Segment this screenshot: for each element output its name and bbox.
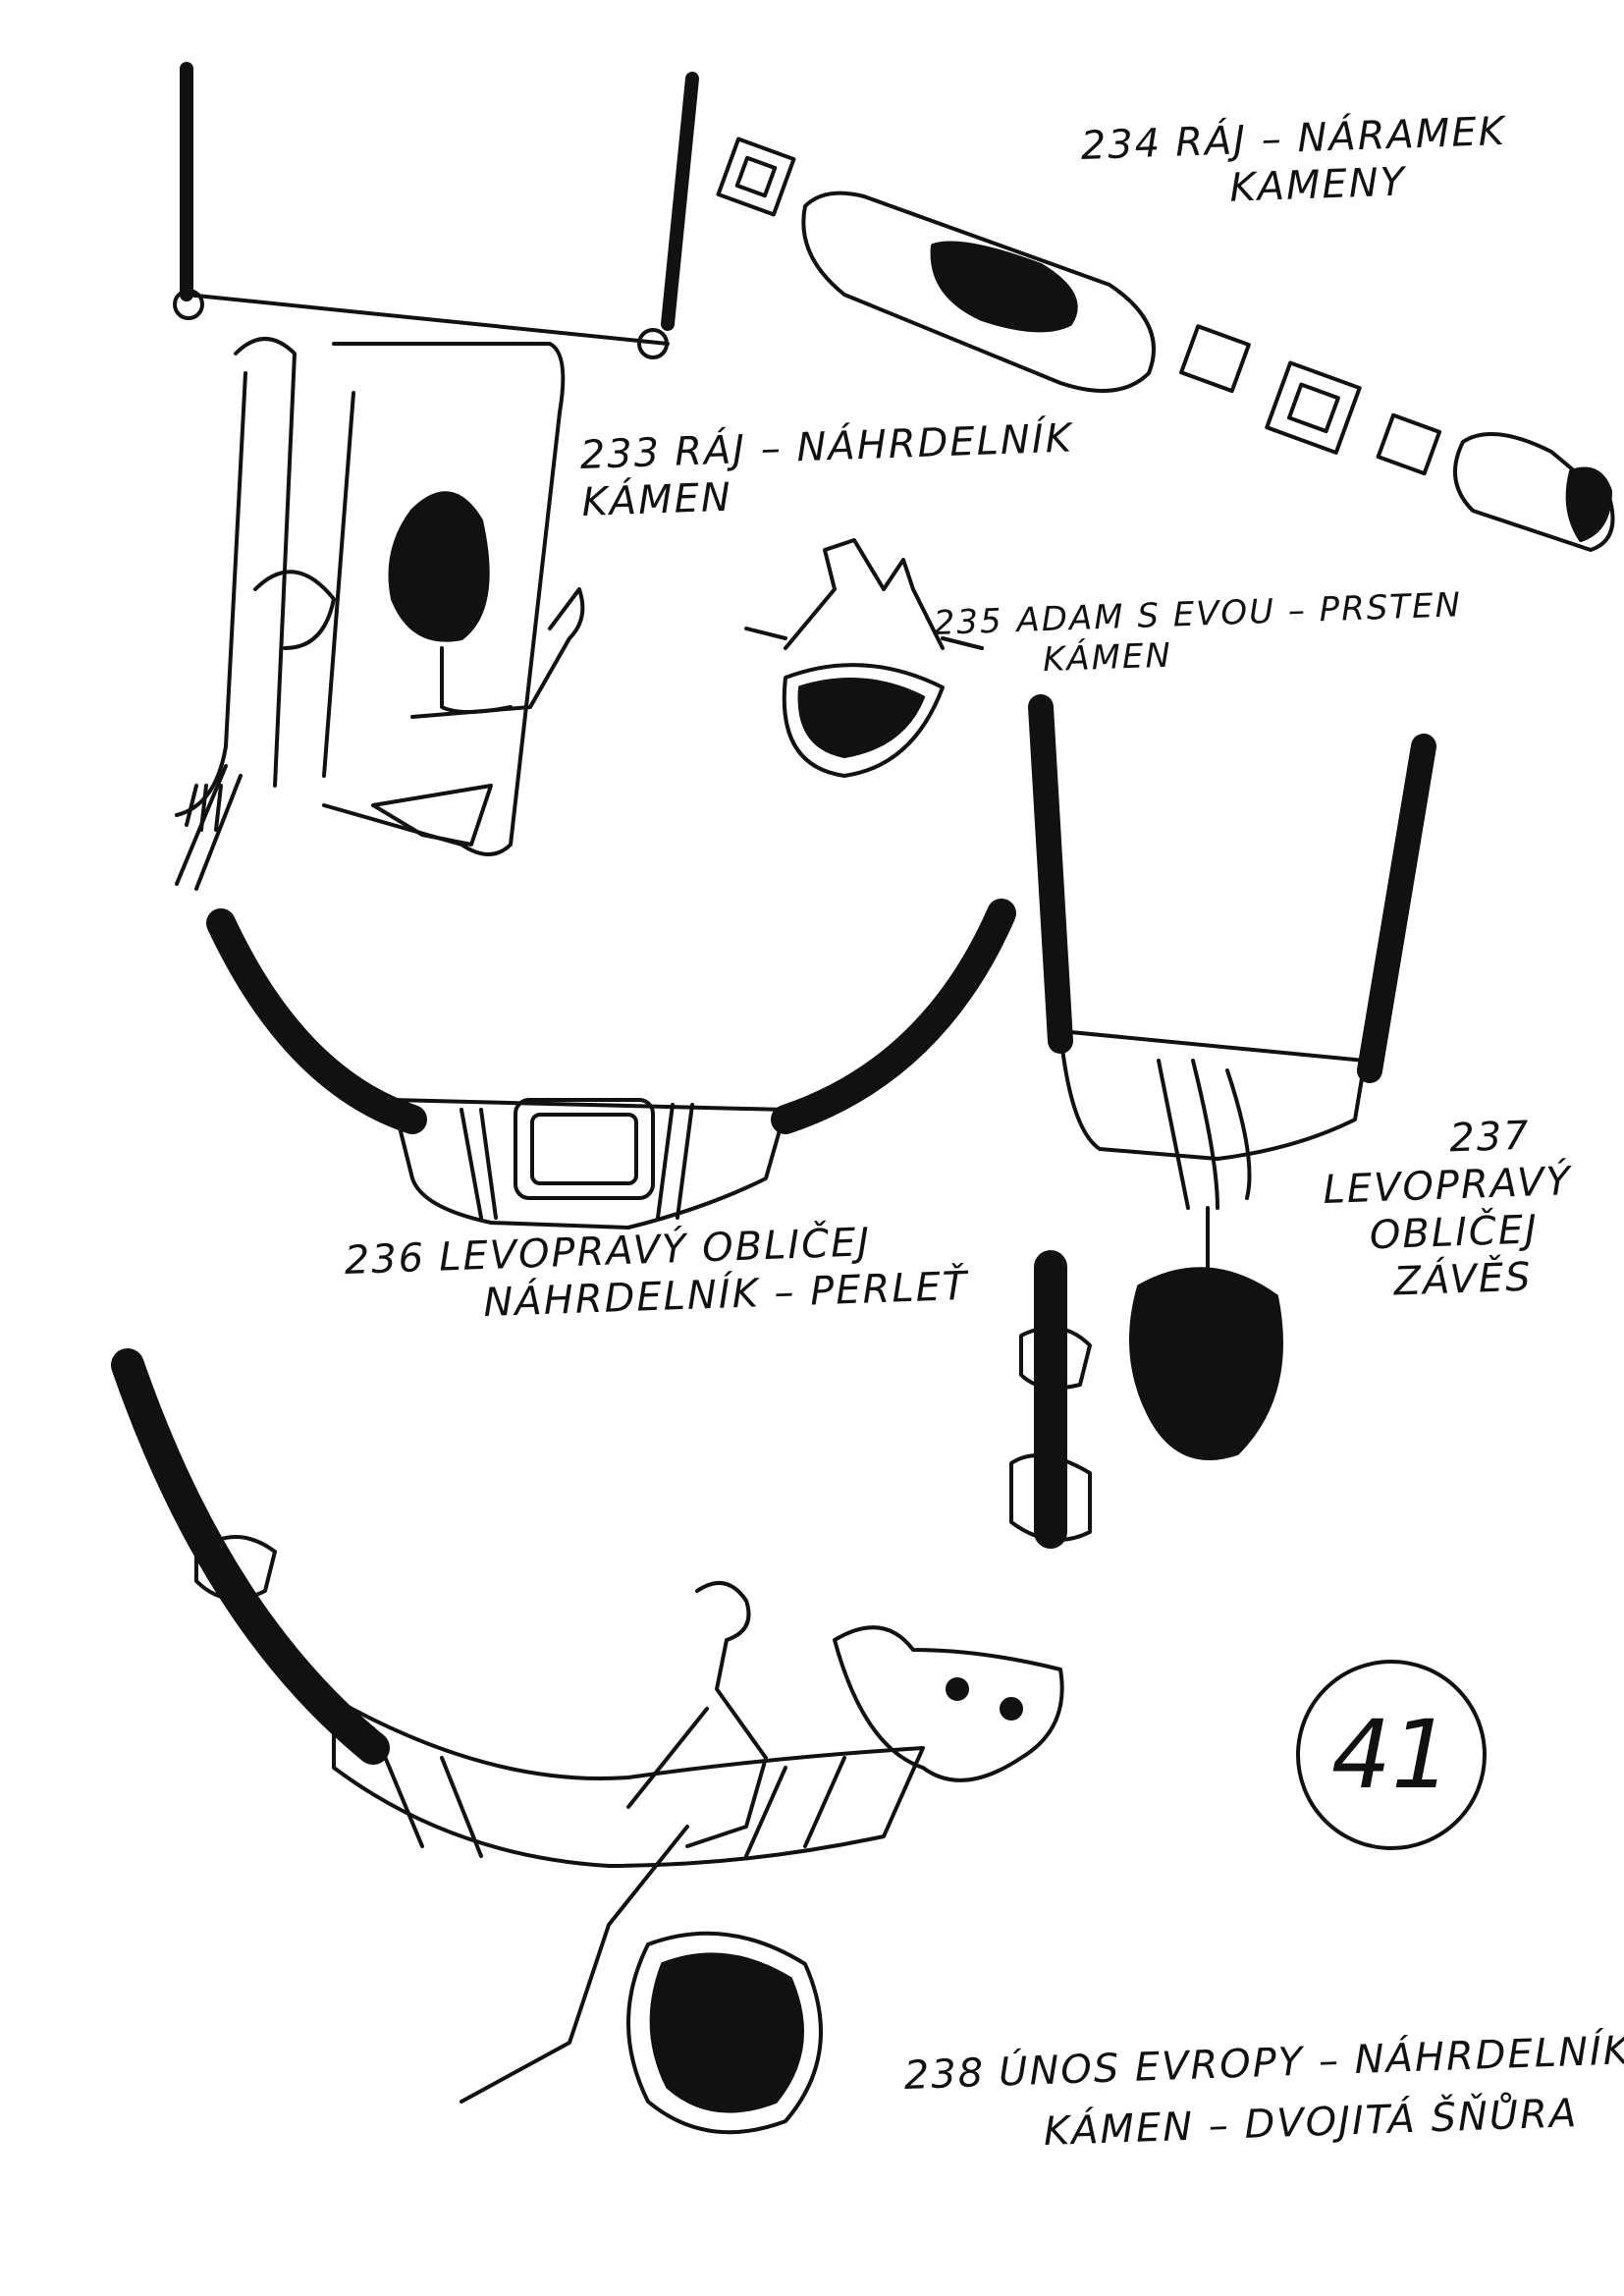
sketch-238-necklace: [111, 1250, 1092, 2135]
item-236-number: 236: [344, 1235, 426, 1284]
item-235-number: 235: [933, 601, 1004, 643]
sketch-236-necklace: [206, 899, 1016, 1230]
item-237-title-2: OBLIČEJ: [1369, 1207, 1540, 1259]
sketch-234-bracelet: [716, 137, 1615, 552]
item-234-number: 234: [1080, 121, 1163, 169]
label-237: 237 LEVOPRAVÝ OBLIČEJ ZÁVĚS: [1321, 1111, 1576, 1308]
item-237-material: ZÁVĚS: [1392, 1254, 1534, 1305]
sketch-235-ring: [744, 538, 984, 778]
item-238-number: 238: [903, 2050, 986, 2099]
item-233-number: 233: [579, 430, 662, 478]
sketch-233-necklace: [173, 62, 699, 891]
sketch-237-pendant: [1028, 694, 1436, 1460]
page-number: 41: [1330, 1700, 1452, 1810]
page-number-badge: 41: [1296, 1660, 1487, 1850]
